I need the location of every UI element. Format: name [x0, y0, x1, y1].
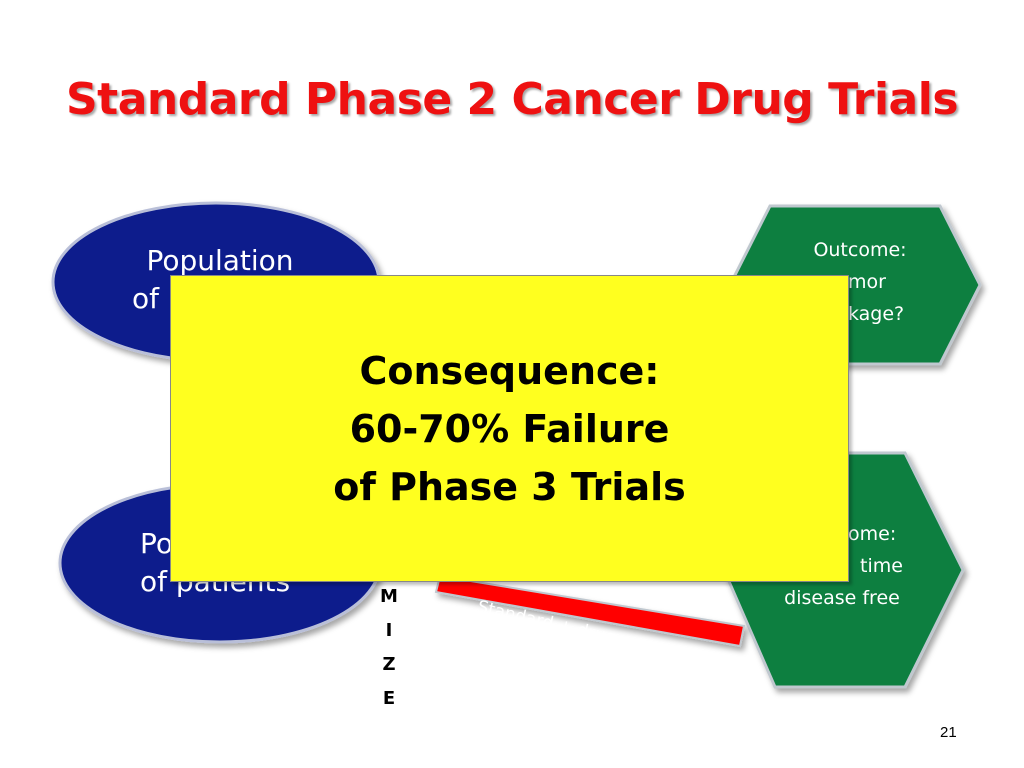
top-outcome-line2: mor: [848, 271, 886, 293]
randomize-letter-z: Z: [382, 654, 396, 675]
randomize-letter-m: M: [380, 586, 398, 607]
consequence-line1: Consequence:: [359, 348, 660, 393]
randomize-letter-e: E: [382, 688, 396, 709]
consequence-callout: Consequence: 60-70% Failure of Phase 3 T…: [170, 275, 849, 582]
bottom-outcome-line2: time: [860, 555, 903, 577]
bottom-population-line1: Po: [140, 527, 174, 560]
top-outcome-label: Outcome: mor kage?: [760, 234, 960, 330]
top-population-label: Population of: [110, 242, 330, 318]
consequence-line3: of Phase 3 Trials: [333, 464, 686, 509]
top-population-line2: of: [132, 282, 159, 315]
consequence-line2: 60-70% Failure: [349, 406, 670, 451]
randomize-letter-i: I: [385, 620, 393, 641]
slide-title: Standard Phase 2 Cancer Drug Trials: [65, 74, 959, 125]
bottom-outcome-label: ome: time disease free: [752, 518, 932, 614]
standard-plus-drug-arrow: [434, 574, 746, 648]
bottom-outcome-line3: disease free: [784, 587, 900, 609]
top-population-line1: Population: [146, 244, 294, 277]
page-number: 21: [940, 724, 957, 741]
bottom-outcome-line1: ome:: [848, 523, 897, 545]
top-outcome-line1: Outcome:: [813, 239, 907, 261]
top-outcome-line3: kage?: [848, 303, 905, 325]
